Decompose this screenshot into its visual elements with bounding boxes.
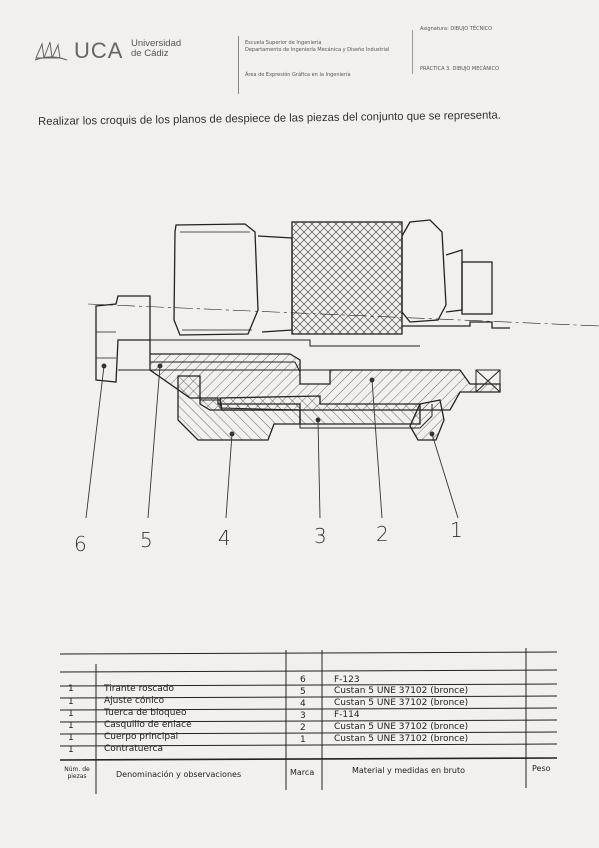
knurled-surface: [291, 221, 403, 335]
part-label-2: 2: [376, 522, 389, 546]
uca-logo: UCA: [34, 38, 123, 64]
bom-row-3-material: F-114: [334, 710, 360, 720]
bom-row-5-name: Contratuerca: [104, 744, 163, 754]
bom-row-5-qty: 1: [68, 745, 74, 755]
instruction-text: Realizar los croquis de los planos de de…: [38, 109, 501, 128]
school-name: Escuela Superior de Ingeniería Departame…: [245, 40, 390, 53]
bom-row-4-name: Cuerpo principal: [104, 732, 179, 742]
bom-row-0-name: Tirante roscado: [104, 684, 174, 694]
part-label-4: 4: [218, 526, 231, 550]
part-label-6: 6: [74, 532, 87, 556]
university-name: Universidad de Cádiz: [131, 38, 182, 59]
bom-row-2-qty: 1: [68, 709, 74, 719]
assembly-drawing: [85, 219, 599, 519]
bom-row-3-name: Casquillo de enlace: [104, 720, 192, 730]
part-label-3: 3: [314, 524, 327, 548]
subject-label: Asignatura: DIBUJO TÉCNICO: [420, 26, 493, 32]
bom-row-1-qty: 1: [68, 697, 74, 707]
bom-header-name: Denominación y observaciones: [116, 770, 242, 779]
bom-row-4-material: Custan 5 UNE 37102 (bronce): [334, 722, 469, 732]
part-label-1: 1: [450, 518, 463, 542]
bom-header-material: Material y medidas en bruto: [352, 766, 466, 775]
bom-header-weight: Peso: [532, 764, 551, 773]
bom-row-1-mark: 5: [300, 687, 306, 697]
bom-header-mark: Marca: [290, 768, 315, 777]
bom-row-4-mark: 2: [300, 723, 306, 733]
counter-nut: [409, 399, 445, 441]
bom-row-0-qty: 1: [68, 684, 74, 694]
bom-row-3-mark: 3: [300, 711, 306, 721]
bom-row-4-qty: 1: [68, 733, 74, 743]
bom-row-5-mark: 1: [300, 735, 306, 745]
bom-row-2-name: Tuerca de bloqueo: [104, 708, 187, 718]
bom-row-1-material: Custan 5 UNE 37102 (bronce): [334, 686, 469, 696]
bom-row-5-material: Custan 5 UNE 37102 (bronce): [334, 734, 469, 744]
bom-row-1-name: Ajuste cónico: [104, 696, 165, 706]
header-divider: [238, 36, 239, 94]
bill-of-materials: 1 Tirante roscado 6 F-123 1 Ajuste cónic…: [52, 640, 560, 800]
bom-grid: [59, 648, 558, 794]
nut-neck: [257, 235, 293, 333]
header-divider-2: [412, 30, 413, 74]
practice-label: PRÁCTICA 3. DIBUJO MECÁNICO: [420, 66, 499, 72]
bolt-head: [95, 295, 151, 383]
bom-row-0-material: F-123: [334, 675, 360, 685]
area-name: Área de Expresión Gráfica en la Ingenier…: [245, 72, 351, 78]
document-header: UCA Universidad de Cádiz Escuela Superio…: [0, 0, 599, 100]
tower-logo-icon: [34, 41, 68, 61]
bom-row-3-qty: 1: [68, 721, 74, 731]
bom-row-2-mark: 4: [300, 699, 306, 709]
hex-nut-right: [401, 219, 447, 323]
logo-text: UCA: [74, 38, 124, 63]
bom-row-0-mark: 6: [300, 675, 306, 685]
hex-nut-left: [173, 223, 259, 336]
bom-header-qty: Núm. de piezas: [64, 766, 90, 780]
bom-row-2-material: Custan 5 UNE 37102 (bronce): [334, 698, 469, 708]
part-label-5: 5: [140, 528, 153, 552]
